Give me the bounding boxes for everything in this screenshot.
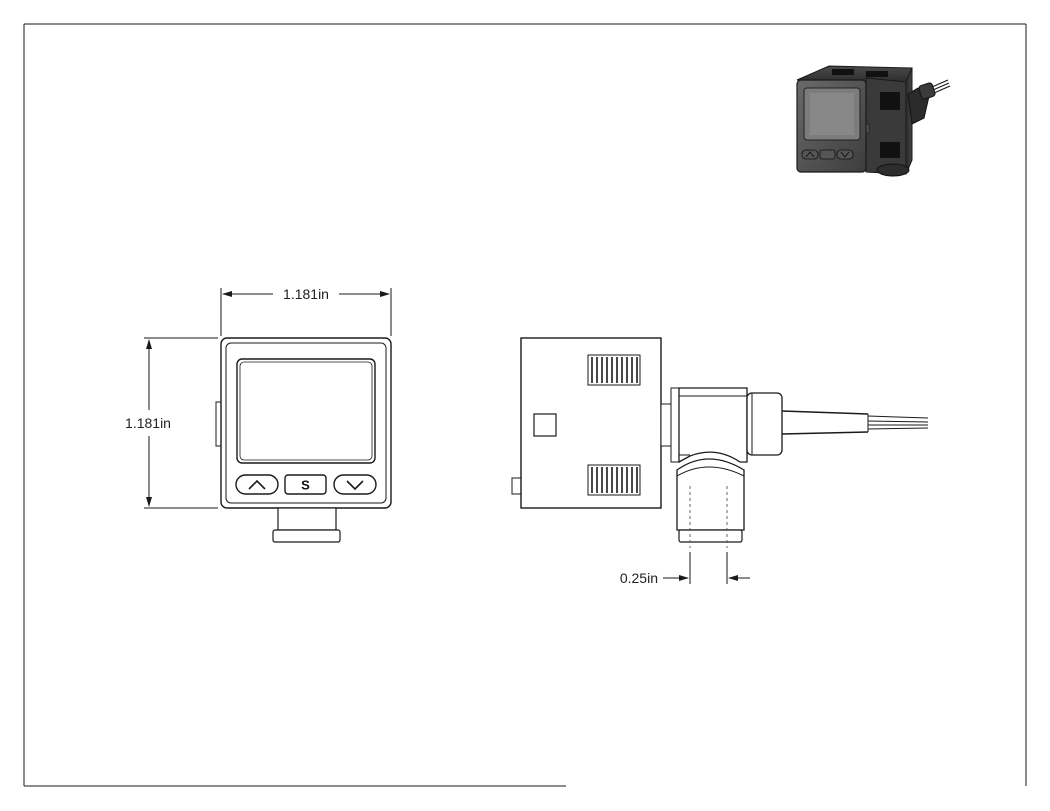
elbow-fitting <box>678 387 748 464</box>
front-down-arrow-icon <box>346 480 364 491</box>
isometric-view <box>796 65 951 177</box>
iso-up-arrow-icon <box>805 151 815 158</box>
front-up-arrow-icon <box>248 479 266 490</box>
front-height-dimension: 1.181in <box>125 337 218 509</box>
side-lower-vents <box>587 464 641 496</box>
iso-set-button <box>819 149 836 160</box>
side-cable <box>781 410 929 435</box>
front-view: S <box>215 337 392 543</box>
side-view <box>511 337 929 548</box>
front-down-button <box>333 474 377 495</box>
fitting-diameter-dimension: 0.25in <box>620 552 750 586</box>
front-width-label: 1.181in <box>283 286 329 302</box>
iso-top-vents <box>832 69 888 77</box>
front-up-button <box>235 474 279 495</box>
iso-down-arrow-icon <box>840 151 850 158</box>
iso-button-row <box>801 149 854 160</box>
sheet-border <box>23 23 1027 787</box>
front-bottom-fitting <box>272 507 341 543</box>
fitting-diameter-label: 0.25in <box>620 570 658 586</box>
front-display-screen <box>236 358 376 464</box>
side-upper-vents <box>587 354 641 386</box>
cable-gland <box>746 392 783 456</box>
front-set-button <box>284 474 327 495</box>
front-height-label: 1.181in <box>125 415 171 431</box>
front-button-row: S <box>235 474 377 495</box>
front-width-dimension: 1.181in <box>220 286 392 336</box>
front-set-button-label: S <box>301 478 310 493</box>
